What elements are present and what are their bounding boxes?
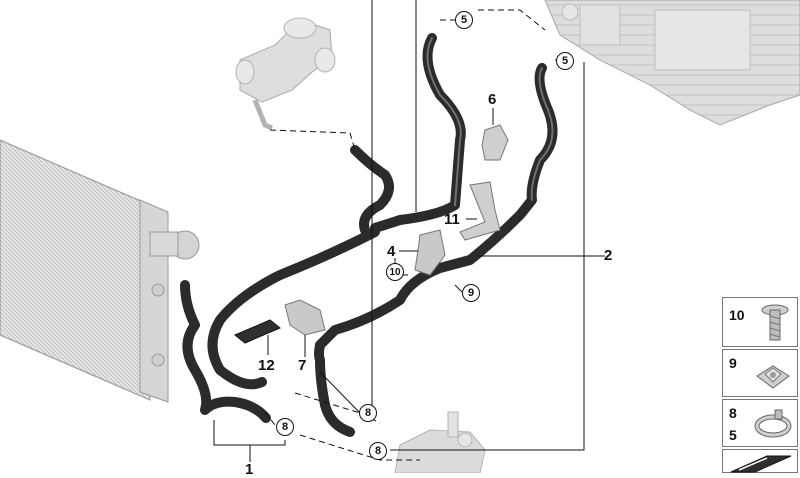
legend-bolt: 10 — [722, 297, 798, 347]
callout-12: 12 — [258, 357, 275, 374]
heater-unit — [544, 0, 800, 126]
pad-part-12 — [234, 319, 281, 344]
legend-bolt-num: 10 — [729, 307, 745, 323]
callout-1: 1 — [245, 461, 254, 478]
legend-clamp-num-8: 8 — [729, 405, 737, 421]
circled-callout-10: 10 — [386, 263, 404, 281]
callout-6: 6 — [488, 91, 497, 108]
callout-2: 2 — [604, 247, 613, 264]
legend-clamp-num-5: 5 — [729, 427, 737, 443]
callout-7: 7 — [298, 357, 307, 374]
circled-callout-5-top: 5 — [455, 11, 473, 29]
callout-11: 11 — [444, 211, 460, 228]
legend-hose-clamp: 8 5 — [722, 399, 798, 447]
bracket-part-11 — [459, 181, 501, 241]
holder-part-7 — [284, 299, 326, 336]
hose-clamp-icon — [754, 409, 792, 438]
holder-part-4 — [414, 229, 446, 276]
hose-thermostat — [350, 145, 394, 235]
circled-callout-8-mid: 8 — [359, 404, 377, 422]
hose-return — [315, 63, 558, 350]
circled-callout-5-right: 5 — [556, 52, 574, 70]
legend-clip-nut: 9 — [722, 349, 798, 397]
thermostat-housing — [235, 17, 336, 131]
clip-nut-icon — [756, 365, 790, 389]
circled-callout-8-bottom: 8 — [369, 442, 387, 460]
hose-pump — [315, 355, 355, 437]
callout-4: 4 — [387, 243, 396, 260]
circled-callout-9: 9 — [462, 284, 480, 302]
radiator — [0, 139, 200, 403]
legend-retainer-strip — [722, 449, 798, 473]
hose-radiator-lower — [180, 280, 271, 423]
coolant-hoses — [180, 33, 558, 437]
legend-clip-nut-num: 9 — [729, 355, 737, 371]
water-pump — [394, 411, 486, 473]
clip-part-6 — [481, 124, 509, 161]
bolt-icon — [761, 304, 789, 341]
retainer-strip-icon — [730, 455, 792, 473]
hose-radiator — [207, 227, 380, 390]
circled-callout-8-left: 8 — [276, 418, 294, 436]
